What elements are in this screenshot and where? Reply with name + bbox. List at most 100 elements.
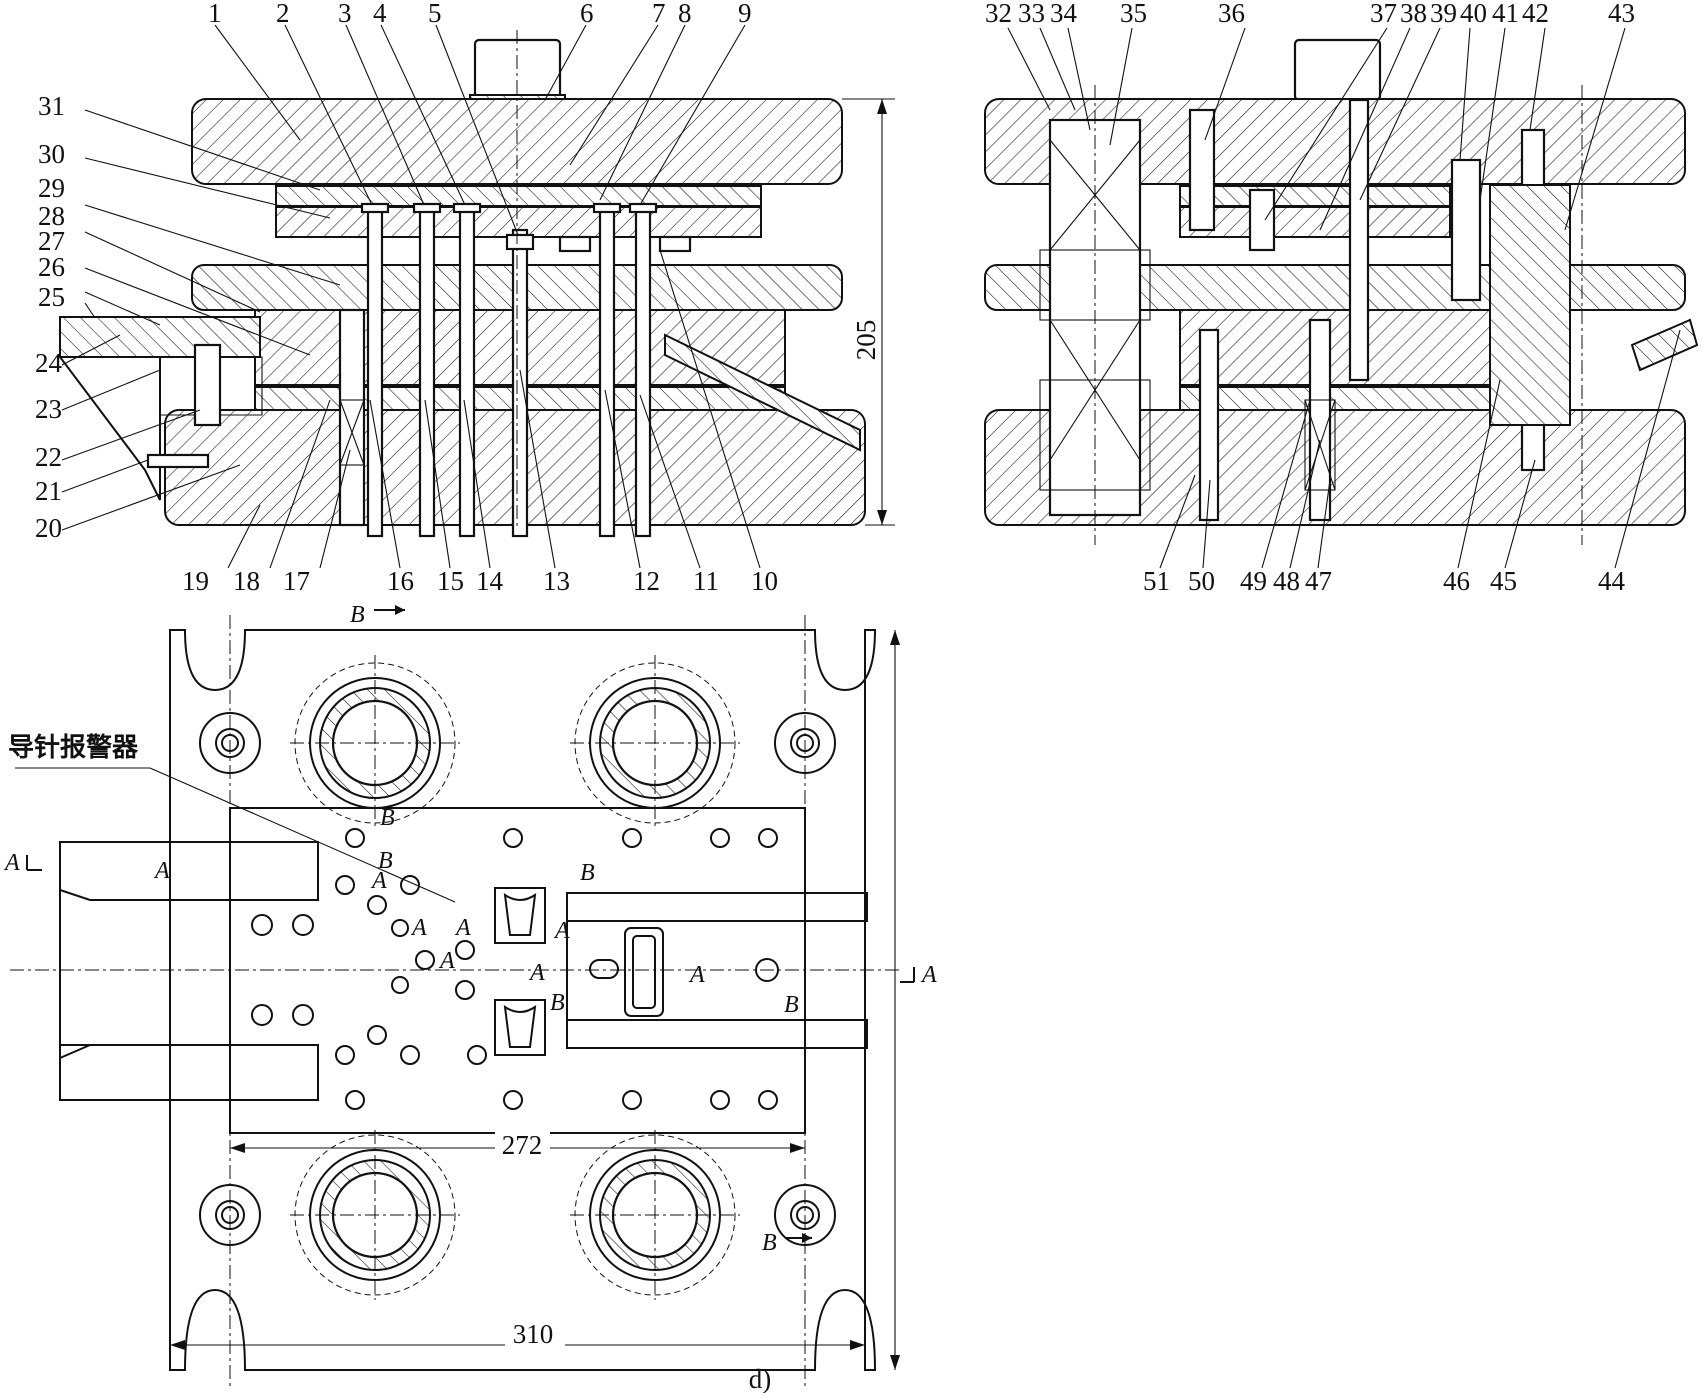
callout-8: 8	[678, 0, 692, 28]
callout-39: 39	[1430, 0, 1457, 28]
callout-14: 14	[476, 566, 504, 596]
callout-31: 31	[38, 91, 65, 121]
section-a-inner-1: A	[153, 858, 170, 884]
callout-27: 27	[38, 226, 65, 256]
callout-16: 16	[387, 566, 414, 596]
inner-width-dimension: 272	[502, 1130, 543, 1160]
callout-2: 2	[276, 0, 290, 28]
callout-43: 43	[1608, 0, 1635, 28]
upper-feeder-arm	[59, 841, 319, 901]
callout-37: 37	[1370, 0, 1397, 28]
section-b-inner-2: B	[378, 848, 393, 874]
section-b-inner-4: B	[550, 990, 565, 1016]
callout-35: 35	[1120, 0, 1147, 28]
corner-holes	[199, 712, 836, 1246]
callout-41: 41	[1492, 0, 1519, 28]
callout-48: 48	[1273, 566, 1300, 596]
side-section-view: 32 33 34 35 36 37 38 39 40 41 42 43 51 5…	[984, 0, 1699, 596]
section-a-inner-5: A	[454, 915, 471, 941]
callout-44: 44	[1598, 566, 1626, 596]
lower-feeder-arm	[59, 1044, 319, 1101]
callout-25: 25	[38, 282, 65, 312]
callout-20: 20	[35, 513, 62, 543]
side-callouts-top: 32 33 34 35 36 37 38 39 40 41 42 43	[985, 0, 1635, 28]
callout-3: 3	[338, 0, 352, 28]
front-section-view: 20 5	[35, 0, 895, 596]
callout-45: 45	[1490, 566, 1517, 596]
section-b-inner-3: B	[580, 860, 595, 886]
callout-46: 46	[1443, 566, 1470, 596]
side-shank	[1293, 38, 1382, 102]
feeder-bracket	[57, 356, 161, 501]
section-b-bottom: B	[762, 1230, 777, 1256]
callout-7: 7	[652, 0, 666, 28]
callout-9: 9	[738, 0, 752, 28]
upper-backing-plate	[275, 185, 762, 207]
side-chute	[1630, 318, 1699, 372]
section-b-inner-5: B	[784, 992, 799, 1018]
callout-11: 11	[693, 566, 719, 596]
guide-alarm-label: 导针报警器	[8, 732, 139, 763]
callout-30: 30	[38, 139, 65, 169]
callout-49: 49	[1240, 566, 1267, 596]
section-a-inner-4: A	[438, 948, 455, 974]
bottom-leaders	[227, 249, 761, 569]
callouts-top: 1 2 3 4 5 6 7 8 9	[208, 0, 752, 28]
callout-10: 10	[751, 566, 778, 596]
callout-1: 1	[208, 0, 222, 28]
left-leaders	[61, 109, 341, 531]
callout-34: 34	[1050, 0, 1078, 28]
section-a-inner-2: A	[370, 868, 387, 894]
callout-13: 13	[543, 566, 570, 596]
callouts-left: 31 30 29 28 27 26 25 24 23 22 21 20	[35, 91, 65, 543]
section-b-inner-1: B	[380, 805, 395, 831]
cavity-lower	[494, 999, 546, 1056]
callout-47: 47	[1305, 566, 1332, 596]
callout-38: 38	[1400, 0, 1427, 28]
guide-pin-bush	[338, 308, 366, 527]
section-a-inner-8: A	[688, 962, 705, 988]
plan-view: 导针报警器 A A B B A B B A A A A B A A B A B …	[3, 602, 937, 1393]
section-a-inner-6: A	[553, 918, 570, 944]
callout-26: 26	[38, 252, 65, 282]
callout-18: 18	[233, 566, 260, 596]
callout-6: 6	[580, 0, 594, 28]
cavity-slot	[624, 927, 664, 1017]
overall-width-dimension: 310	[513, 1319, 554, 1349]
section-b-top: B	[350, 602, 365, 628]
callouts-bottom: 19 18 17 16 15 14 13 12 11 10	[182, 566, 778, 596]
callout-51: 51	[1143, 566, 1170, 596]
cavity-upper	[494, 887, 546, 944]
figure-caption: d)	[749, 1364, 772, 1393]
callout-32: 32	[985, 0, 1012, 28]
pattern-holes	[251, 828, 779, 1110]
callout-36: 36	[1218, 0, 1245, 28]
punch-heads	[360, 202, 692, 253]
callout-40: 40	[1460, 0, 1487, 28]
height-dimension: 205	[851, 320, 881, 361]
scrap-chute	[664, 333, 861, 452]
callout-22: 22	[35, 442, 62, 472]
guide-bushings	[294, 662, 736, 1296]
callout-19: 19	[182, 566, 209, 596]
callout-21: 21	[35, 476, 62, 506]
callout-15: 15	[437, 566, 464, 596]
callout-42: 42	[1522, 0, 1549, 28]
callout-4: 4	[373, 0, 387, 28]
callout-50: 50	[1188, 566, 1215, 596]
callout-24: 24	[35, 348, 63, 378]
callout-17: 17	[283, 566, 310, 596]
callout-5: 5	[428, 0, 442, 28]
pilot-pin	[193, 343, 222, 427]
side-callouts-bottom: 51 50 49 48 47 46 45 44	[1143, 566, 1626, 596]
section-a-inner-3: A	[410, 915, 427, 941]
guide-alarm-leader	[149, 767, 456, 903]
callout-29: 29	[38, 173, 65, 203]
callout-12: 12	[633, 566, 660, 596]
section-a-inner-7: A	[528, 960, 545, 986]
callout-33: 33	[1018, 0, 1045, 28]
callout-28: 28	[38, 201, 65, 231]
plan-outline	[169, 629, 877, 1371]
top-leaders	[214, 24, 746, 236]
